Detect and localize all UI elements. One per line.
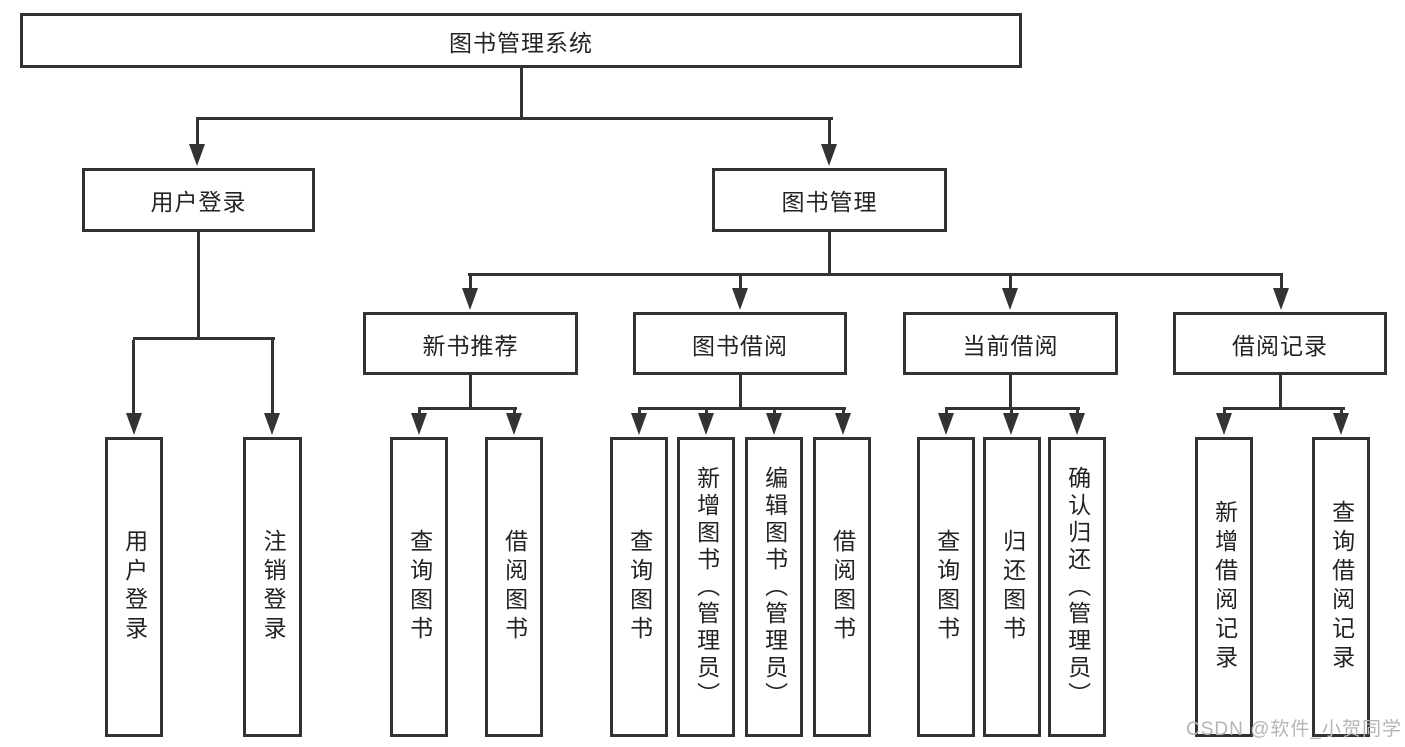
arrowhead-icon: [462, 288, 478, 310]
connector-line: [418, 407, 517, 410]
arrowhead-icon: [835, 413, 851, 435]
node-leaf-add-borrow-record: 新增借阅记录: [1195, 437, 1253, 737]
arrowhead-icon: [938, 413, 954, 435]
node-leaf-query-books-1: 查询图书: [390, 437, 448, 737]
connector-line: [638, 407, 846, 410]
node-current-borrow: 当前借阅: [903, 312, 1118, 375]
node-leaf-confirm-return-admin: 确认归还（管理员）: [1048, 437, 1106, 737]
leaf-label: 新增借阅记录: [1211, 500, 1238, 674]
connector-line: [469, 375, 472, 410]
arrowhead-icon: [821, 144, 837, 166]
arrowhead-icon: [698, 413, 714, 435]
connector-line: [1223, 407, 1345, 410]
arrowhead-icon: [411, 413, 427, 435]
connector-line: [1280, 276, 1283, 290]
connector-line: [271, 340, 274, 414]
arrowhead-icon: [264, 413, 280, 435]
arrowhead-icon: [766, 413, 782, 435]
connector-line: [739, 276, 742, 290]
leaf-label: 注销登录: [260, 529, 287, 645]
leaf-label: 查询图书: [626, 529, 653, 645]
node-root: 图书管理系统: [20, 13, 1022, 68]
node-book-management: 图书管理: [712, 168, 947, 232]
node-borrow-records: 借阅记录: [1173, 312, 1387, 375]
arrowhead-icon: [1216, 413, 1232, 435]
leaf-label: 借阅图书: [501, 529, 528, 645]
leaf-label: 用户登录: [121, 529, 148, 645]
node-leaf-user-login: 用户登录: [105, 437, 163, 737]
connector-line: [739, 375, 742, 410]
arrowhead-icon: [1003, 413, 1019, 435]
connector-line: [469, 276, 472, 290]
arrowhead-icon: [1333, 413, 1349, 435]
arrowhead-icon: [506, 413, 522, 435]
node-leaf-edit-books-admin: 编辑图书（管理员）: [745, 437, 803, 737]
connector-line: [196, 117, 833, 120]
node-leaf-query-books-2: 查询图书: [610, 437, 668, 737]
leaf-label: 新增图书（管理员）: [693, 465, 720, 709]
node-leaf-return-books: 归还图书: [983, 437, 1041, 737]
arrowhead-icon: [126, 413, 142, 435]
connector-line: [828, 232, 831, 273]
leaf-label: 查询借阅记录: [1328, 500, 1355, 674]
connector-line: [1279, 375, 1282, 410]
connector-line: [132, 340, 135, 414]
arrowhead-icon: [732, 288, 748, 310]
arrowhead-icon: [631, 413, 647, 435]
node-new-book-recommend: 新书推荐: [363, 312, 578, 375]
node-leaf-borrow-books-2: 借阅图书: [813, 437, 871, 737]
connector-line: [196, 120, 199, 146]
node-leaf-query-borrow-record: 查询借阅记录: [1312, 437, 1370, 737]
connector-line: [945, 407, 1080, 410]
node-book-borrow: 图书借阅: [633, 312, 847, 375]
connector-line: [197, 232, 200, 337]
node-leaf-logout: 注销登录: [243, 437, 302, 737]
leaf-label: 编辑图书（管理员）: [761, 465, 788, 709]
leaf-label: 查询图书: [406, 529, 433, 645]
arrowhead-icon: [1002, 288, 1018, 310]
arrowhead-icon: [1069, 413, 1085, 435]
connector-line: [1009, 375, 1012, 410]
node-user-login: 用户登录: [82, 168, 315, 232]
node-leaf-add-books-admin: 新增图书（管理员）: [677, 437, 735, 737]
leaf-label: 归还图书: [999, 529, 1026, 645]
arrowhead-icon: [189, 144, 205, 166]
connector-line: [468, 273, 1283, 276]
watermark-text: CSDN @软件_小贺同学: [1186, 719, 1402, 740]
node-leaf-borrow-books-1: 借阅图书: [485, 437, 543, 737]
leaf-label: 确认归还（管理员）: [1064, 465, 1091, 709]
connector-line: [828, 120, 831, 146]
connector-line: [133, 337, 275, 340]
connector-line: [520, 68, 523, 117]
leaf-label: 借阅图书: [829, 529, 856, 645]
arrowhead-icon: [1273, 288, 1289, 310]
connector-line: [1009, 276, 1012, 290]
leaf-label: 查询图书: [933, 529, 960, 645]
node-leaf-query-books-3: 查询图书: [917, 437, 975, 737]
